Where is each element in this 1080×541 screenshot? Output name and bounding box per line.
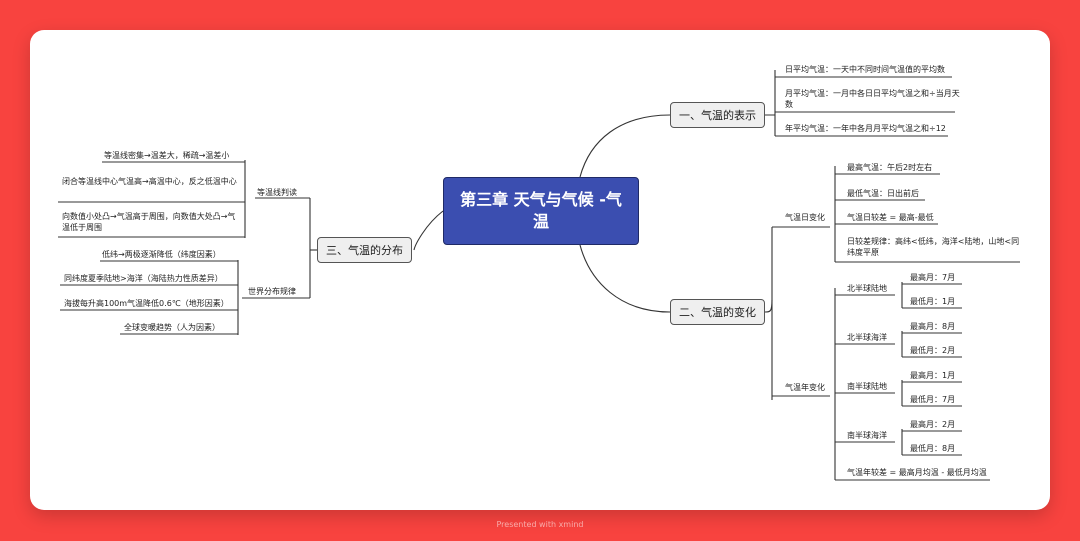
connector-lines	[58, 70, 1020, 481]
leaf-daily-average[interactable]: 日平均气温：一天中不同时间气温值的平均数	[785, 65, 945, 74]
leaf-nh-ocean-max[interactable]: 最高月：8月	[910, 322, 956, 331]
branch-temperature-change[interactable]: 二、气温的变化	[670, 299, 765, 325]
leaf-world-altitude[interactable]: 海拔每升高100m气温降低0.6℃（地形因素）	[64, 299, 229, 308]
leaf-daily-max[interactable]: 最高气温：午后2时左右	[847, 163, 933, 172]
leaf-world-land-sea[interactable]: 同纬度夏季陆地>海洋（海陆热力性质差异）	[64, 274, 223, 283]
leaf-annual-average[interactable]: 年平均气温：一年中各月月平均气温之和÷12	[785, 124, 946, 133]
node-sh-ocean[interactable]: 南半球海洋	[847, 431, 887, 440]
leaf-world-latitude[interactable]: 低纬→两极逐渐降低（纬度因素）	[102, 250, 221, 259]
leaf-isotherm-density[interactable]: 等温线密集→温差大，稀疏→温差小	[104, 151, 230, 160]
footer-credit: Presented with xmind	[496, 520, 584, 529]
leaf-nh-ocean-min[interactable]: 最低月：2月	[910, 346, 956, 355]
node-nh-ocean[interactable]: 北半球海洋	[847, 333, 887, 342]
branch-temperature-distribution[interactable]: 三、气温的分布	[317, 237, 412, 263]
leaf-daily-range[interactable]: 气温日较差 = 最高-最低	[847, 213, 934, 222]
mind-map-canvas: 第三章 天气与气候 -气温 一、气温的表示 日平均气温：一天中不同时间气温值的平…	[30, 30, 1050, 510]
leaf-isotherm-bulge[interactable]: 向数值小处凸→气温高于周围，向数值大处凸→气温低于周围	[62, 212, 236, 232]
leaf-nh-land-min[interactable]: 最低月：1月	[910, 297, 956, 306]
root-topic[interactable]: 第三章 天气与气候 -气温	[443, 177, 639, 245]
leaf-world-warming[interactable]: 全球变暖趋势（人为因素）	[124, 323, 220, 332]
leaf-sh-ocean-max[interactable]: 最高月：2月	[910, 420, 956, 429]
leaf-sh-land-min[interactable]: 最低月：7月	[910, 395, 956, 404]
node-sh-land[interactable]: 南半球陆地	[847, 382, 887, 391]
leaf-annual-range[interactable]: 气温年较差 = 最高月均温 - 最低月均温	[847, 468, 987, 477]
node-annual-variation[interactable]: 气温年变化	[785, 383, 825, 392]
leaf-daily-range-rule[interactable]: 日较差规律：高纬<低纬，海洋<陆地，山地<同纬度平原	[847, 237, 1020, 257]
node-nh-land[interactable]: 北半球陆地	[847, 284, 887, 293]
leaf-sh-land-max[interactable]: 最高月：1月	[910, 371, 956, 380]
leaf-daily-min[interactable]: 最低气温：日出前后	[847, 189, 919, 198]
node-daily-variation[interactable]: 气温日变化	[785, 213, 825, 222]
leaf-monthly-average[interactable]: 月平均气温：一月中各日日平均气温之和÷当月天数	[785, 89, 960, 109]
branch-temperature-representation[interactable]: 一、气温的表示	[670, 102, 765, 128]
node-isotherm-reading[interactable]: 等温线判读	[257, 188, 297, 197]
leaf-nh-land-max[interactable]: 最高月：7月	[910, 273, 956, 282]
leaf-sh-ocean-min[interactable]: 最低月：8月	[910, 444, 956, 453]
node-world-distribution[interactable]: 世界分布规律	[248, 287, 296, 296]
leaf-isotherm-closed[interactable]: 闭合等温线中心气温高→高温中心，反之低温中心	[62, 177, 237, 186]
